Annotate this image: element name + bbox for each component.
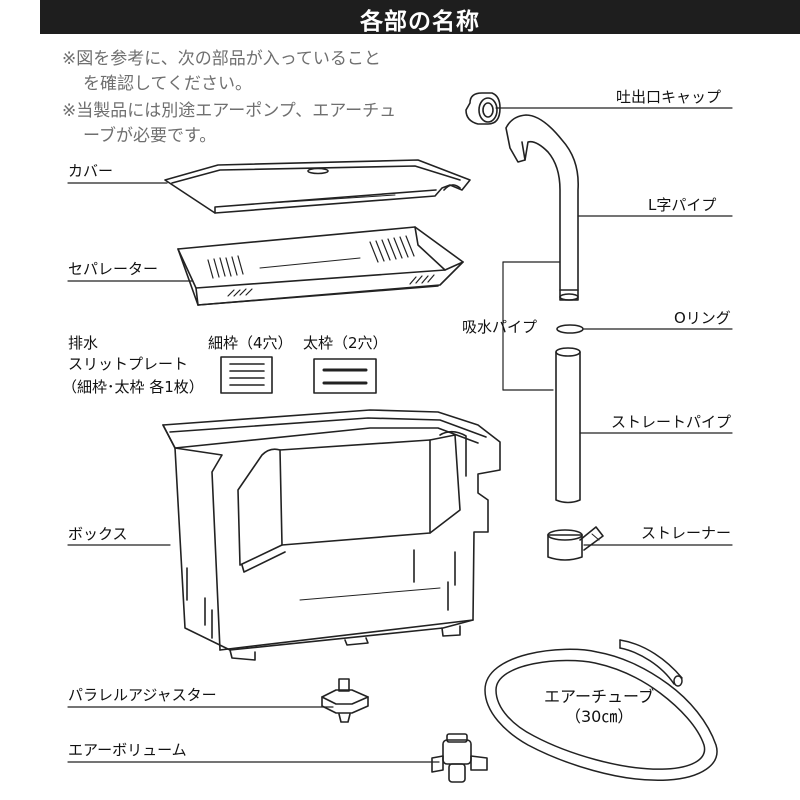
note-line-3: ※当製品には別途エアーポンプ、エアーチュ bbox=[62, 101, 397, 121]
label-air-tube: エアーチューブ bbox=[544, 687, 655, 706]
separator-illustration bbox=[177, 226, 464, 306]
parallel-adjuster-illustration bbox=[321, 678, 369, 723]
leader-lines-right bbox=[495, 107, 733, 546]
label-cover: カバー bbox=[68, 162, 114, 180]
l-pipe-illustration bbox=[505, 114, 579, 301]
note-line-1: ※図を参考に、次の部品が入っていること bbox=[62, 49, 381, 69]
note-line-4: ーブが必要です。 bbox=[83, 126, 217, 146]
leader-lines-left bbox=[67, 182, 440, 763]
o-ring-illustration bbox=[556, 324, 584, 334]
label-l-pipe: L字パイプ bbox=[648, 196, 717, 214]
header-bar: 各部の名称 bbox=[40, 0, 800, 35]
label-straight-pipe: ストレートパイプ bbox=[611, 413, 732, 431]
box-illustration bbox=[162, 409, 501, 661]
straight-pipe-illustration bbox=[555, 347, 581, 504]
label-outlet-cap: 吐出口キャップ bbox=[616, 88, 722, 106]
label-slit-plate-line-1: 排水 bbox=[68, 334, 99, 352]
label-intake-pipe: 吸水パイプ bbox=[462, 318, 538, 336]
label-o-ring: Oリング bbox=[674, 309, 731, 327]
cover-illustration bbox=[164, 159, 471, 214]
fine-frame-illustration bbox=[220, 356, 273, 394]
label-fine-frame: 細枠（4穴） bbox=[208, 334, 293, 352]
label-air-tube-length: （30㎝） bbox=[565, 707, 634, 726]
note-line-2: を確認してください。 bbox=[83, 74, 252, 94]
label-air-volume: エアーボリューム bbox=[68, 741, 187, 759]
air-tube-illustration bbox=[484, 639, 718, 782]
label-thick-frame: 太枠（2穴） bbox=[303, 334, 388, 352]
strainer-illustration bbox=[547, 526, 604, 561]
label-slit-plate-line-2: スリットプレート bbox=[68, 355, 189, 373]
label-separator: セパレーター bbox=[68, 260, 159, 278]
page-title: 各部の名称 bbox=[360, 9, 480, 35]
outlet-cap-illustration bbox=[465, 92, 501, 125]
air-volume-illustration bbox=[431, 733, 488, 783]
label-strainer: ストレーナー bbox=[641, 524, 732, 542]
thick-frame-illustration bbox=[313, 358, 377, 394]
label-parallel-adjuster: パラレルアジャスター bbox=[68, 686, 217, 704]
label-slit-plate-line-3: （細枠･太枠 各1枚） bbox=[62, 378, 204, 396]
label-box: ボックス bbox=[68, 525, 128, 543]
